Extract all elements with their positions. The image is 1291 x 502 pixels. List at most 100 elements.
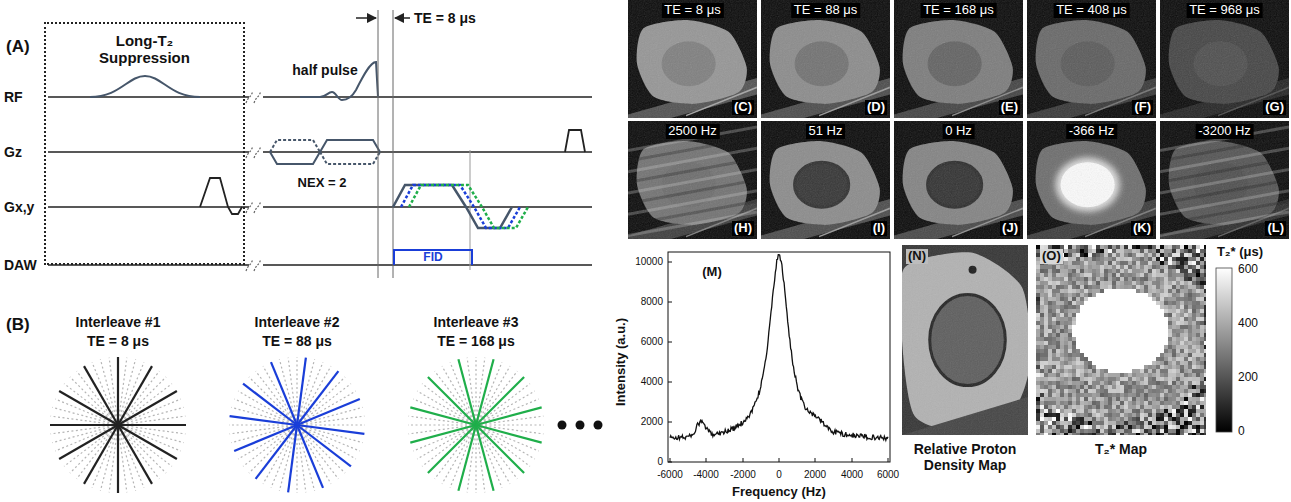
mri-image	[1044, 381, 1048, 385]
mri-image	[1060, 345, 1064, 349]
mri-image	[1056, 345, 1060, 349]
mri-image	[1192, 257, 1196, 261]
panel-letter: (K)	[1131, 221, 1153, 236]
mri-image	[1076, 341, 1080, 345]
mri-image	[1160, 253, 1164, 257]
mri-image	[1136, 345, 1140, 349]
mri-image	[1112, 277, 1116, 281]
mri-image	[1152, 293, 1156, 297]
mri-image	[1136, 265, 1140, 269]
mri-image	[1076, 253, 1080, 257]
mri-image	[1044, 385, 1048, 389]
mri-image	[1144, 289, 1148, 293]
mri-image	[1164, 249, 1168, 253]
mri-image	[1184, 317, 1188, 321]
mri-image	[1136, 325, 1140, 329]
mri-image	[1200, 321, 1204, 325]
mri-image	[1092, 345, 1096, 349]
mri-image	[1148, 345, 1152, 349]
panel-parameter: -366 Hz	[1066, 124, 1118, 139]
mri-image	[1084, 253, 1088, 257]
mri-image	[1128, 337, 1132, 341]
mri-image	[1132, 333, 1136, 337]
ellipsis-dots	[594, 421, 603, 430]
mri-image	[1068, 389, 1072, 393]
mri-image	[1048, 349, 1052, 353]
mri-image	[1108, 285, 1112, 289]
mri-image	[1200, 337, 1204, 341]
mri-image	[1112, 345, 1116, 349]
mri-image	[1172, 381, 1176, 385]
mri-image	[1044, 313, 1048, 317]
mri-image	[1192, 313, 1196, 317]
mri-image	[1152, 297, 1156, 301]
mri-image	[1180, 301, 1184, 305]
mri-image	[1148, 389, 1152, 393]
mri-image	[1076, 289, 1080, 293]
mri-image	[1184, 281, 1188, 285]
mri-image	[1044, 393, 1048, 397]
radial-trajectory	[297, 377, 345, 425]
mri-image	[1132, 277, 1136, 281]
mri-image	[1048, 353, 1052, 357]
mri-image	[1188, 253, 1192, 257]
mri-image	[1180, 313, 1184, 317]
mri-image	[1040, 269, 1044, 273]
mri-image	[1136, 341, 1140, 345]
mri-image	[1176, 277, 1180, 281]
radial-trajectory	[118, 425, 185, 434]
spectrum-chart	[668, 252, 890, 462]
mri-image	[1068, 265, 1072, 269]
mri-image	[1184, 333, 1188, 337]
mri-image	[1204, 325, 1206, 329]
mri-image	[1200, 245, 1204, 249]
mri-image	[1152, 265, 1156, 269]
mri-image	[1164, 345, 1168, 349]
mri-image	[1052, 397, 1056, 401]
mri-image	[1068, 301, 1072, 305]
mri-image	[1076, 389, 1080, 393]
mri-image	[1100, 253, 1104, 257]
mri-image	[1068, 397, 1072, 401]
mri-image	[1120, 365, 1124, 369]
time-break	[246, 201, 261, 213]
mri-image	[1080, 369, 1084, 373]
mri-image	[1112, 329, 1116, 333]
mri-image	[1084, 393, 1088, 397]
mri-image	[1036, 357, 1040, 361]
mri-image	[1092, 321, 1096, 325]
mri-image	[1184, 385, 1188, 389]
mri-image	[1156, 385, 1160, 389]
mri-image	[761, 0, 890, 118]
mri-image	[1200, 293, 1204, 297]
mri-image	[1144, 369, 1148, 373]
slice-gradient	[270, 140, 320, 152]
mri-image	[1056, 369, 1060, 373]
mri-image	[1072, 305, 1076, 309]
mri-image	[1192, 365, 1196, 369]
mri-image	[1188, 345, 1192, 349]
mri-image	[1128, 361, 1132, 365]
mri-image	[1048, 309, 1052, 313]
mri-image	[1184, 289, 1188, 293]
mri-image	[1048, 329, 1052, 333]
mri-image	[1060, 373, 1064, 377]
mri-image	[1168, 337, 1172, 341]
mri-image	[1092, 377, 1096, 381]
radial-trajectory	[467, 358, 476, 425]
radial-trajectory	[409, 425, 476, 434]
mri-image	[1192, 349, 1196, 353]
mri-image	[1056, 301, 1060, 305]
mri-image	[1052, 349, 1056, 353]
mri-image	[1116, 349, 1120, 353]
mri-image	[1088, 297, 1092, 301]
mri-image	[1060, 281, 1064, 285]
mri-image	[1088, 273, 1092, 277]
mri-image	[1200, 301, 1204, 305]
mri-image	[1064, 297, 1068, 301]
mri-image	[1068, 377, 1072, 381]
mri-image	[1164, 357, 1168, 361]
mri-image	[1196, 253, 1200, 257]
mri-image	[1132, 381, 1136, 385]
mri-image	[1076, 381, 1080, 385]
